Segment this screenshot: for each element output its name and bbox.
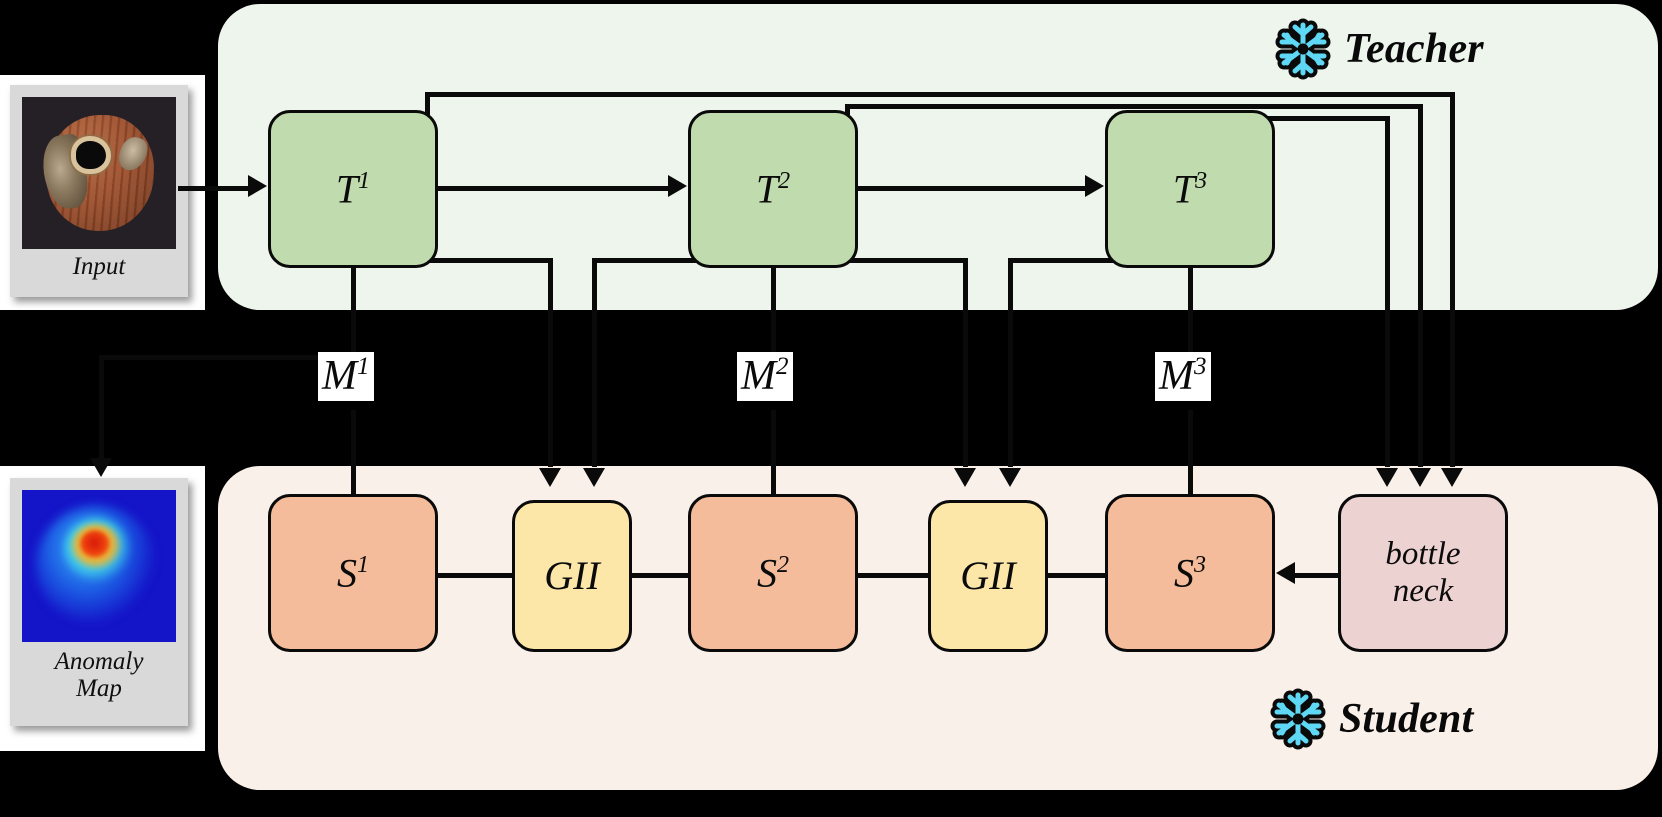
branch-t2-left <box>592 258 700 263</box>
student-node-s1-label: S1 <box>337 550 369 596</box>
student-node-gii-b-label: GII <box>960 553 1016 598</box>
student-node-s2[interactable]: S2 <box>688 494 858 652</box>
student-node-s3-label: S3 <box>1174 550 1206 596</box>
student-tag-label: Student <box>1339 696 1474 742</box>
teacher-node-t1-label: T1 <box>335 166 371 212</box>
gap-line-giib-b <box>1008 317 1013 467</box>
connector-giia-to-s1 <box>438 573 512 578</box>
connector-bottleneck-to-s3 <box>1295 573 1341 578</box>
teacher-node-t1[interactable]: T1 <box>268 110 438 268</box>
connector-anomaly-drop <box>99 355 104 465</box>
gap-line-bottleneck-a <box>1385 316 1390 467</box>
gap-line-giia-b <box>592 317 597 467</box>
teacher-node-t2-label: T2 <box>755 166 791 212</box>
arrow-down-giia-a <box>539 468 561 487</box>
bottleneck-label-line1: bottle <box>1385 536 1461 573</box>
connector-t2-to-t3 <box>858 186 1087 191</box>
student-node-gii-a-label: GII <box>544 553 600 598</box>
teacher-frozen-tag: Teacher <box>1275 18 1484 80</box>
input-label: Input <box>72 253 126 280</box>
gap-line-giia-a <box>548 317 553 467</box>
heatmap-red-core <box>80 530 110 558</box>
snowflake-icon <box>1275 18 1331 80</box>
skip-t3-top-run <box>1262 116 1390 121</box>
gap-line-bottleneck-c <box>1450 316 1455 467</box>
arrow-down-giib-b <box>999 468 1021 487</box>
branch-t1-right <box>425 258 553 263</box>
anomaly-map-card: Anomaly Map <box>10 478 188 726</box>
gap-line-s2-lower <box>771 410 776 516</box>
connector-s3-to-giib <box>1047 573 1105 578</box>
connector-s1-to-anomaly <box>99 355 354 360</box>
hazelnut-hole-defect <box>76 141 106 169</box>
skip-t2-top-run <box>845 104 1423 109</box>
connector-giib-to-s2 <box>858 573 928 578</box>
gap-line-s3-lower <box>1188 410 1193 516</box>
input-thumbnail-region: Input <box>0 75 205 310</box>
branch-t2-right <box>845 258 968 263</box>
skip-t1-top-run <box>425 92 1455 97</box>
gap-line-giib-a <box>963 317 968 467</box>
gap-line-s1-lower <box>351 410 356 516</box>
input-card: Input <box>10 85 188 297</box>
anomaly-map-label-line1: Anomaly <box>54 648 144 675</box>
branch-t3-left-drop <box>1008 258 1013 318</box>
arrow-to-anomaly-map <box>90 458 112 477</box>
connector-t1-to-t2 <box>438 186 670 191</box>
student-node-gii-b[interactable]: GII <box>928 500 1048 652</box>
arrow-input-to-t1 <box>248 175 267 197</box>
student-frozen-tag: Student <box>1270 688 1473 750</box>
teacher-node-t3[interactable]: T3 <box>1105 110 1275 268</box>
skip-t1-right-drop <box>1450 92 1455 316</box>
branch-t2-right-drop <box>963 258 968 318</box>
student-node-gii-a[interactable]: GII <box>512 500 632 652</box>
bottleneck-label-line2: neck <box>1392 573 1454 609</box>
arrow-down-giib-a <box>954 468 976 487</box>
student-node-bottleneck[interactable]: bottle neck <box>1338 494 1508 652</box>
arrow-down-bottleneck-b <box>1409 468 1431 487</box>
snowflake-icon <box>1270 688 1326 750</box>
gap-line-bottleneck-b <box>1418 316 1423 467</box>
feature-label-m3: M3 <box>1155 352 1211 401</box>
arrow-down-giia-b <box>583 468 605 487</box>
student-node-s2-label: S2 <box>757 550 789 596</box>
feature-label-m2: M2 <box>737 352 793 401</box>
arrow-down-bottleneck-a <box>1376 468 1398 487</box>
arrow-bottleneck-to-s3 <box>1276 562 1295 584</box>
gap-line-s1 <box>351 317 356 357</box>
anomaly-map-thumbnail-region: Anomaly Map <box>0 466 205 751</box>
skip-t2-riser <box>845 104 850 118</box>
connector-input-to-t1 <box>178 186 250 191</box>
gap-line-s2 <box>771 317 776 357</box>
branch-t2-left-drop <box>592 258 597 318</box>
student-node-s1[interactable]: S1 <box>268 494 438 652</box>
anomaly-map-label: Anomaly Map <box>10 648 188 702</box>
anomaly-heatmap-image <box>22 490 176 642</box>
teacher-tag-label: Teacher <box>1344 26 1484 72</box>
skip-t3-right-drop <box>1385 116 1390 316</box>
feature-line-t1-down <box>351 262 356 317</box>
teacher-node-t2[interactable]: T2 <box>688 110 858 268</box>
anomaly-map-label-line2: Map <box>76 675 122 702</box>
arrow-t2-to-t3 <box>1085 175 1104 197</box>
branch-t3-left <box>1008 258 1118 263</box>
branch-t1-right-drop <box>548 258 553 318</box>
feature-line-t2-down <box>771 262 776 317</box>
arrow-t1-to-t2 <box>668 175 687 197</box>
gap-line-s3 <box>1188 317 1193 357</box>
feature-line-t3-down <box>1188 262 1193 317</box>
skip-t1-riser <box>425 92 430 116</box>
connector-s2-to-giia <box>632 573 688 578</box>
input-image-hazelnut <box>22 97 176 249</box>
skip-t2-right-drop <box>1418 104 1423 316</box>
student-node-s3[interactable]: S3 <box>1105 494 1275 652</box>
arrow-down-bottleneck-c <box>1441 468 1463 487</box>
feature-label-m1: M1 <box>318 352 374 401</box>
teacher-node-t3-label: T3 <box>1172 166 1208 212</box>
